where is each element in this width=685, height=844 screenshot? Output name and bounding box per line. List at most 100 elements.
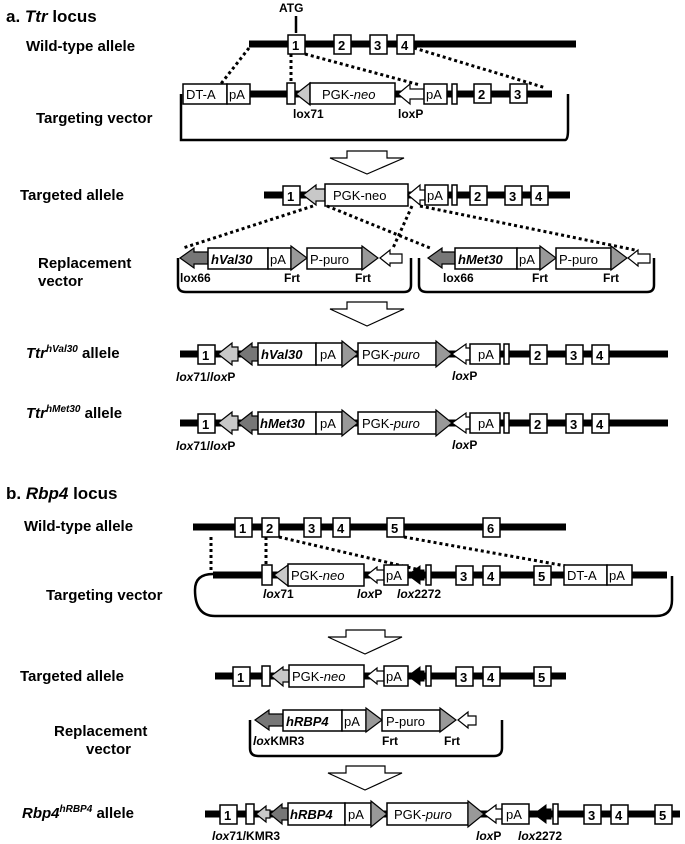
svg-text:4: 4 bbox=[535, 189, 543, 204]
section-a-title: a. Ttr locus bbox=[6, 7, 97, 26]
svg-text:1: 1 bbox=[237, 670, 244, 685]
frt-triangle bbox=[341, 408, 359, 438]
a-vector-exon1-fragment bbox=[286, 82, 296, 105]
a-met-exon-1: 1 bbox=[197, 413, 216, 434]
a-replacement-label-2: vector bbox=[38, 273, 83, 290]
svg-text:6: 6 bbox=[487, 521, 494, 536]
svg-text:hVal30: hVal30 bbox=[261, 347, 303, 362]
a-val-exon-4: 4 bbox=[591, 344, 610, 365]
b-targeted-exon-fragment bbox=[425, 665, 432, 687]
a-recombination-line bbox=[419, 204, 636, 252]
process-arrow bbox=[327, 629, 403, 655]
svg-text:PGK-puro: PGK-puro bbox=[394, 807, 452, 822]
frt-triangle bbox=[610, 244, 628, 272]
frt-label: Frt bbox=[603, 271, 619, 285]
frt-triangle bbox=[365, 706, 383, 734]
a-vector-pgk-neo: PGK-neo bbox=[309, 82, 396, 105]
a-replacement-label-1: Replacement bbox=[38, 255, 131, 272]
svg-text:4: 4 bbox=[487, 670, 495, 685]
atg-label: ATG bbox=[279, 1, 303, 15]
svg-text:PGK-neo: PGK-neo bbox=[292, 669, 346, 684]
a-met-exon-fragment bbox=[503, 412, 510, 434]
svg-text:PGK-neo: PGK-neo bbox=[322, 87, 376, 102]
b-wt-exon-2: 2 bbox=[261, 517, 280, 538]
svg-text:2: 2 bbox=[266, 521, 273, 536]
svg-text:pA: pA bbox=[519, 252, 535, 267]
a-val-pa2: pA bbox=[469, 343, 501, 365]
b-vector-exon-3: 3 bbox=[455, 565, 474, 586]
svg-text:3: 3 bbox=[588, 808, 595, 823]
a-targeted-exon-fragment bbox=[451, 184, 458, 206]
b-replacement-ppuro: P-puro bbox=[381, 709, 441, 732]
b-allele-pgk-puro: PGK-puro bbox=[386, 802, 469, 826]
b-targeting-vector-label: Targeting vector bbox=[46, 587, 163, 604]
b-allele-exon-fragment bbox=[552, 803, 559, 825]
lox66-arrow bbox=[237, 410, 259, 436]
loxp-label: loxP bbox=[452, 438, 477, 452]
process-arrow bbox=[329, 301, 405, 327]
b-wt-exon-4: 4 bbox=[332, 517, 351, 538]
a-met-exon-3: 3 bbox=[565, 413, 584, 434]
svg-text:4: 4 bbox=[596, 348, 604, 363]
b-wt-exon-5: 5 bbox=[386, 517, 405, 538]
b-vector-pa: pA bbox=[383, 564, 409, 586]
lox71-arrow bbox=[217, 341, 239, 367]
svg-text:PGK-puro: PGK-puro bbox=[362, 416, 420, 431]
a-targeted-pgk-neo: PGK-neo bbox=[324, 183, 409, 207]
b-allele-exon-fragment bbox=[245, 803, 255, 825]
frt-triangle bbox=[439, 706, 457, 734]
a-allele-met-label: TtrhMet30 allele bbox=[26, 404, 122, 422]
loxp-arrow bbox=[457, 710, 477, 730]
svg-text:2: 2 bbox=[478, 87, 485, 102]
a-wt-exon-1: 1 bbox=[287, 34, 306, 55]
a-val-pa: pA bbox=[315, 342, 343, 366]
svg-text:1: 1 bbox=[224, 808, 231, 823]
a-allele-val-label: TtrhVal30 allele bbox=[26, 344, 120, 362]
frt-triangle bbox=[435, 339, 453, 369]
a-vector-pa: pA bbox=[226, 83, 251, 105]
frt-triangle bbox=[435, 408, 453, 438]
lox71-label: lox71 bbox=[293, 107, 324, 121]
svg-text:pA: pA bbox=[344, 714, 360, 729]
a-replacement-ppuro: P-puro bbox=[306, 247, 363, 270]
svg-text:hMet30: hMet30 bbox=[260, 416, 306, 431]
frt-label: Frt bbox=[532, 271, 548, 285]
loxp-arrow bbox=[627, 248, 651, 268]
loxp-arrow bbox=[397, 82, 425, 106]
a-replacement-vector-val-backbone bbox=[176, 258, 413, 294]
svg-text:5: 5 bbox=[659, 808, 666, 823]
frt-triangle bbox=[290, 244, 308, 272]
b-targeted-pa: pA bbox=[383, 665, 409, 687]
lox66-arrow bbox=[237, 341, 259, 367]
loxkmr3-arrow bbox=[269, 802, 289, 826]
b-replacement-label-1: Replacement bbox=[54, 723, 147, 740]
a-val-pgk-puro: PGK-puro bbox=[357, 342, 437, 366]
svg-text:pA: pA bbox=[609, 568, 625, 583]
b-allele-exon-1: 1 bbox=[219, 804, 238, 825]
svg-text:pA: pA bbox=[270, 252, 286, 267]
loxp-label: loxP bbox=[476, 829, 501, 843]
b-allele-hrbp4: hRBP4 bbox=[287, 802, 346, 826]
process-arrow bbox=[329, 150, 405, 175]
frt-label: Frt bbox=[284, 271, 300, 285]
lox71-loxp-label: lox71/loxP bbox=[176, 370, 235, 384]
svg-text:5: 5 bbox=[391, 521, 398, 536]
a-met-exon-4: 4 bbox=[591, 413, 610, 434]
a-replacement-hval30: hVal30 bbox=[207, 247, 269, 270]
svg-text:1: 1 bbox=[202, 417, 209, 432]
a-homology-line bbox=[218, 47, 251, 86]
b-wt-exon-1: 1 bbox=[234, 517, 253, 538]
svg-text:1: 1 bbox=[287, 189, 294, 204]
svg-text:3: 3 bbox=[374, 38, 381, 53]
b-targeted-exon-1: 1 bbox=[232, 666, 251, 687]
svg-text:3: 3 bbox=[570, 348, 577, 363]
svg-text:DT-A: DT-A bbox=[186, 87, 216, 102]
svg-text:3: 3 bbox=[570, 417, 577, 432]
lox2272-label: lox2272 bbox=[518, 829, 562, 843]
lox66-arrow bbox=[426, 246, 456, 270]
svg-text:PGK-neo: PGK-neo bbox=[333, 188, 386, 203]
svg-text:2: 2 bbox=[534, 417, 541, 432]
lox71-arrow bbox=[302, 183, 326, 207]
b-targeted-exon-fragment bbox=[261, 665, 271, 687]
